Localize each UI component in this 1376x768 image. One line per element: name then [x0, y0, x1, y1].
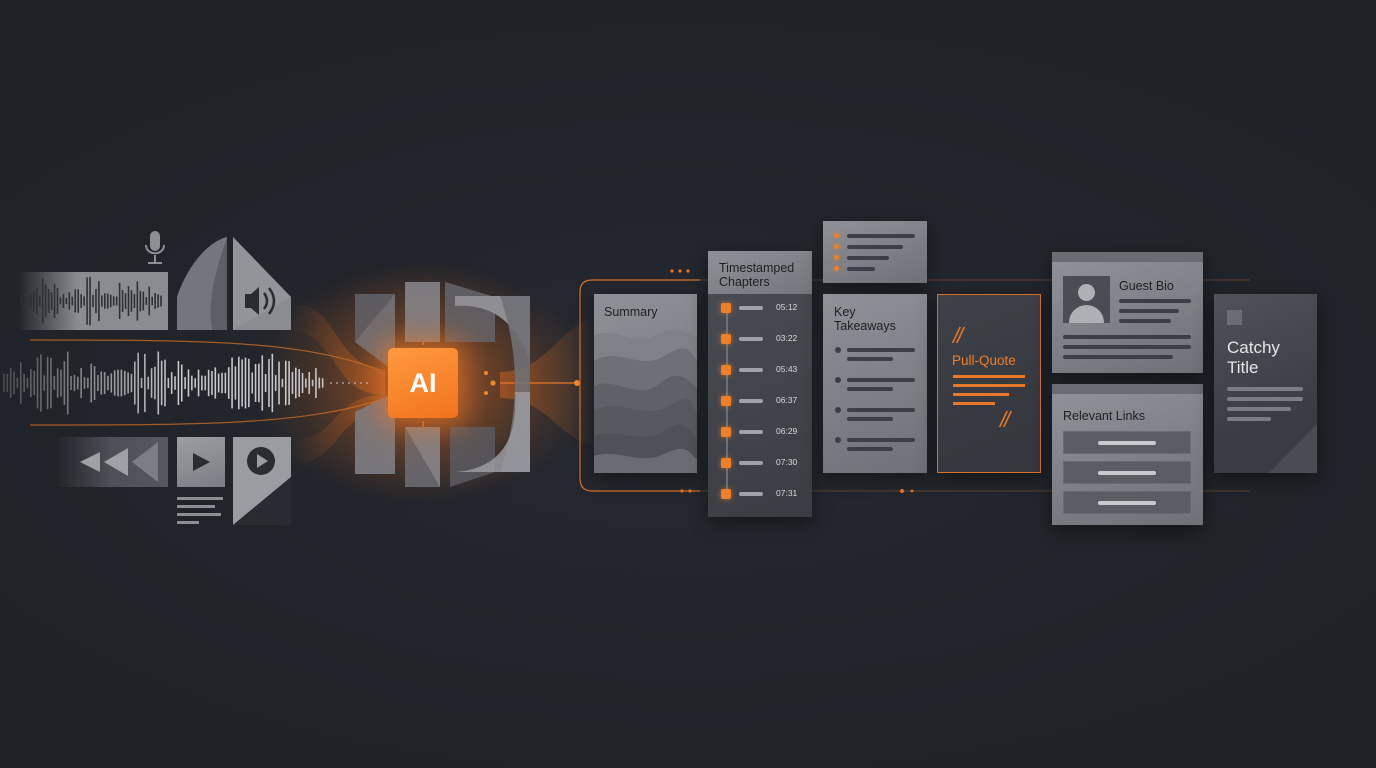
- quote-close-mark: //: [1000, 407, 1010, 432]
- chapter-timestamp[interactable]: 03:22: [776, 333, 798, 343]
- speaker-panel: [233, 237, 291, 330]
- play-circle-icon: [247, 447, 275, 475]
- chapter-timestamp[interactable]: 05:12: [776, 302, 798, 312]
- chapter-marker: [721, 303, 731, 313]
- chapter-marker: [721, 396, 731, 406]
- chapter-line: [739, 461, 763, 465]
- chapter-marker: [721, 334, 731, 344]
- speaker-icon: [245, 287, 276, 315]
- microphone-icon: [145, 231, 165, 264]
- chapter-marker: [721, 427, 731, 437]
- output-stream: [500, 318, 600, 445]
- chapter-marker: [721, 365, 731, 375]
- user-avatar-icon: [1063, 276, 1110, 323]
- rewind-icon: [80, 442, 158, 482]
- play-circle-panel: [233, 437, 291, 525]
- link-row[interactable]: [1063, 491, 1191, 514]
- ai-processor-housing: [355, 282, 530, 487]
- chapter-line: [739, 399, 763, 403]
- chapters-panel: Timestamped Chapters 05:12 03:22 05:43 06:3…: [708, 251, 812, 517]
- chapter-timestamp[interactable]: 06:29: [776, 426, 798, 436]
- curved-panel-icon: [177, 237, 227, 330]
- key-takeaways-title: Key Takeaways: [834, 305, 896, 333]
- chapters-title: Timestamped Chapters: [719, 261, 795, 289]
- text-lines-icon: [177, 497, 225, 527]
- chapter-marker: [721, 458, 731, 468]
- chapter-line: [739, 492, 763, 496]
- catchy-title-text: Catchy Title: [1227, 338, 1280, 377]
- chapter-line: [739, 337, 763, 341]
- chapters-header: [708, 251, 812, 294]
- catchy-title-card: Catchy Title: [1214, 294, 1317, 473]
- guest-bio-title: Guest Bio: [1119, 279, 1174, 293]
- ai-label: AI: [409, 367, 437, 398]
- quote-open-mark: //: [953, 323, 963, 348]
- image-placeholder-icon: [1227, 310, 1242, 325]
- chapter-timestamp[interactable]: 06:37: [776, 395, 798, 405]
- link-row[interactable]: [1063, 431, 1191, 454]
- link-row[interactable]: [1063, 461, 1191, 484]
- chapter-timestamp[interactable]: 07:30: [776, 457, 798, 467]
- ai-chip: AI: [388, 348, 458, 418]
- chapter-line: [739, 306, 763, 310]
- chapter-timestamp[interactable]: 05:43: [776, 364, 798, 374]
- chapter-timestamp[interactable]: 07:31: [776, 488, 798, 498]
- takeaways-mini-card: [823, 221, 927, 283]
- key-takeaways-card: Key Takeaways: [823, 294, 927, 473]
- chapter-marker: [721, 489, 731, 499]
- waveform-top: [21, 276, 162, 326]
- guest-bio-card: Guest Bio: [1052, 252, 1203, 373]
- waveform-main: [3, 351, 324, 415]
- chapter-line: [739, 368, 763, 372]
- chapter-line: [739, 430, 763, 434]
- relevant-links-title: Relevant Links: [1063, 409, 1145, 423]
- input-stream-top: [290, 304, 385, 395]
- summary-card: Summary: [594, 294, 697, 473]
- pull-quote-label: Pull-Quote: [952, 353, 1016, 368]
- summary-title: Summary: [604, 305, 658, 319]
- summary-wave-illustration: [594, 330, 697, 473]
- play-icon: [193, 453, 210, 471]
- pull-quote-card: // Pull-Quote //: [937, 294, 1041, 473]
